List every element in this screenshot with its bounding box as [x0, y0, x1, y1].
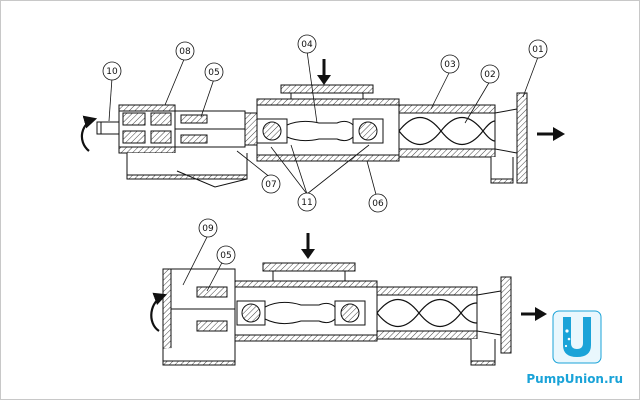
callout-09: 09: [198, 218, 218, 238]
callout-03: 03: [440, 54, 460, 74]
discharge-flange-bottom: [500, 276, 512, 354]
callout-label: 07: [265, 180, 276, 190]
callout-07: 07: [261, 174, 281, 194]
callout-label: 02: [484, 70, 495, 80]
coupling-rod: [286, 120, 354, 142]
discharge-cone: [494, 108, 518, 154]
suction-flange-bottom: [262, 262, 356, 272]
callout-label: 03: [444, 60, 455, 70]
bearing-housing: [118, 104, 176, 154]
rotor: [398, 116, 496, 146]
callout-label: 09: [202, 224, 214, 234]
suction-flange: [280, 84, 374, 94]
discharge-flange: [516, 92, 528, 184]
callout-06: 06: [368, 193, 388, 213]
curved-rotation-arrow-icon: [80, 115, 98, 152]
callout-05-bottom: 05: [216, 245, 236, 265]
callout-label: 06: [372, 199, 384, 209]
rotation-arrow-top: [80, 115, 98, 152]
callout-label: 11: [301, 198, 312, 208]
callout-label: 01: [532, 45, 543, 55]
callout-label: 05: [208, 68, 219, 78]
callout-label: 05: [220, 251, 231, 261]
callout-05-top: 05: [204, 62, 224, 82]
callout-08: 08: [175, 41, 195, 61]
coupling-rod-bottom: [264, 301, 336, 325]
callout-label: 10: [106, 67, 118, 77]
callout-10: 10: [102, 61, 122, 81]
inlet-arrowhead-bottom: [301, 249, 315, 259]
discharge-cone-bottom: [476, 290, 502, 336]
inlet-arrowhead-top: [317, 75, 331, 85]
callout-label: 04: [301, 40, 313, 50]
rotor-bottom: [376, 298, 478, 328]
callout-04: 04: [297, 34, 317, 54]
callout-02: 02: [480, 64, 500, 84]
pumpunion-logo-icon: U: [552, 310, 602, 364]
rotation-arrow-bottom: [150, 292, 168, 332]
bottom-pump: [162, 262, 512, 366]
top-pump: [96, 84, 528, 188]
callout-11: 11: [297, 192, 317, 212]
outlet-arrowhead-top: [553, 127, 565, 141]
callout-01: 01: [528, 39, 548, 59]
curved-rotation-arrow-icon: [150, 292, 168, 332]
watermark-text: PumpUnion.ru: [526, 372, 623, 386]
outlet-arrowhead-bottom: [535, 307, 547, 321]
callout-label: 08: [179, 47, 191, 57]
